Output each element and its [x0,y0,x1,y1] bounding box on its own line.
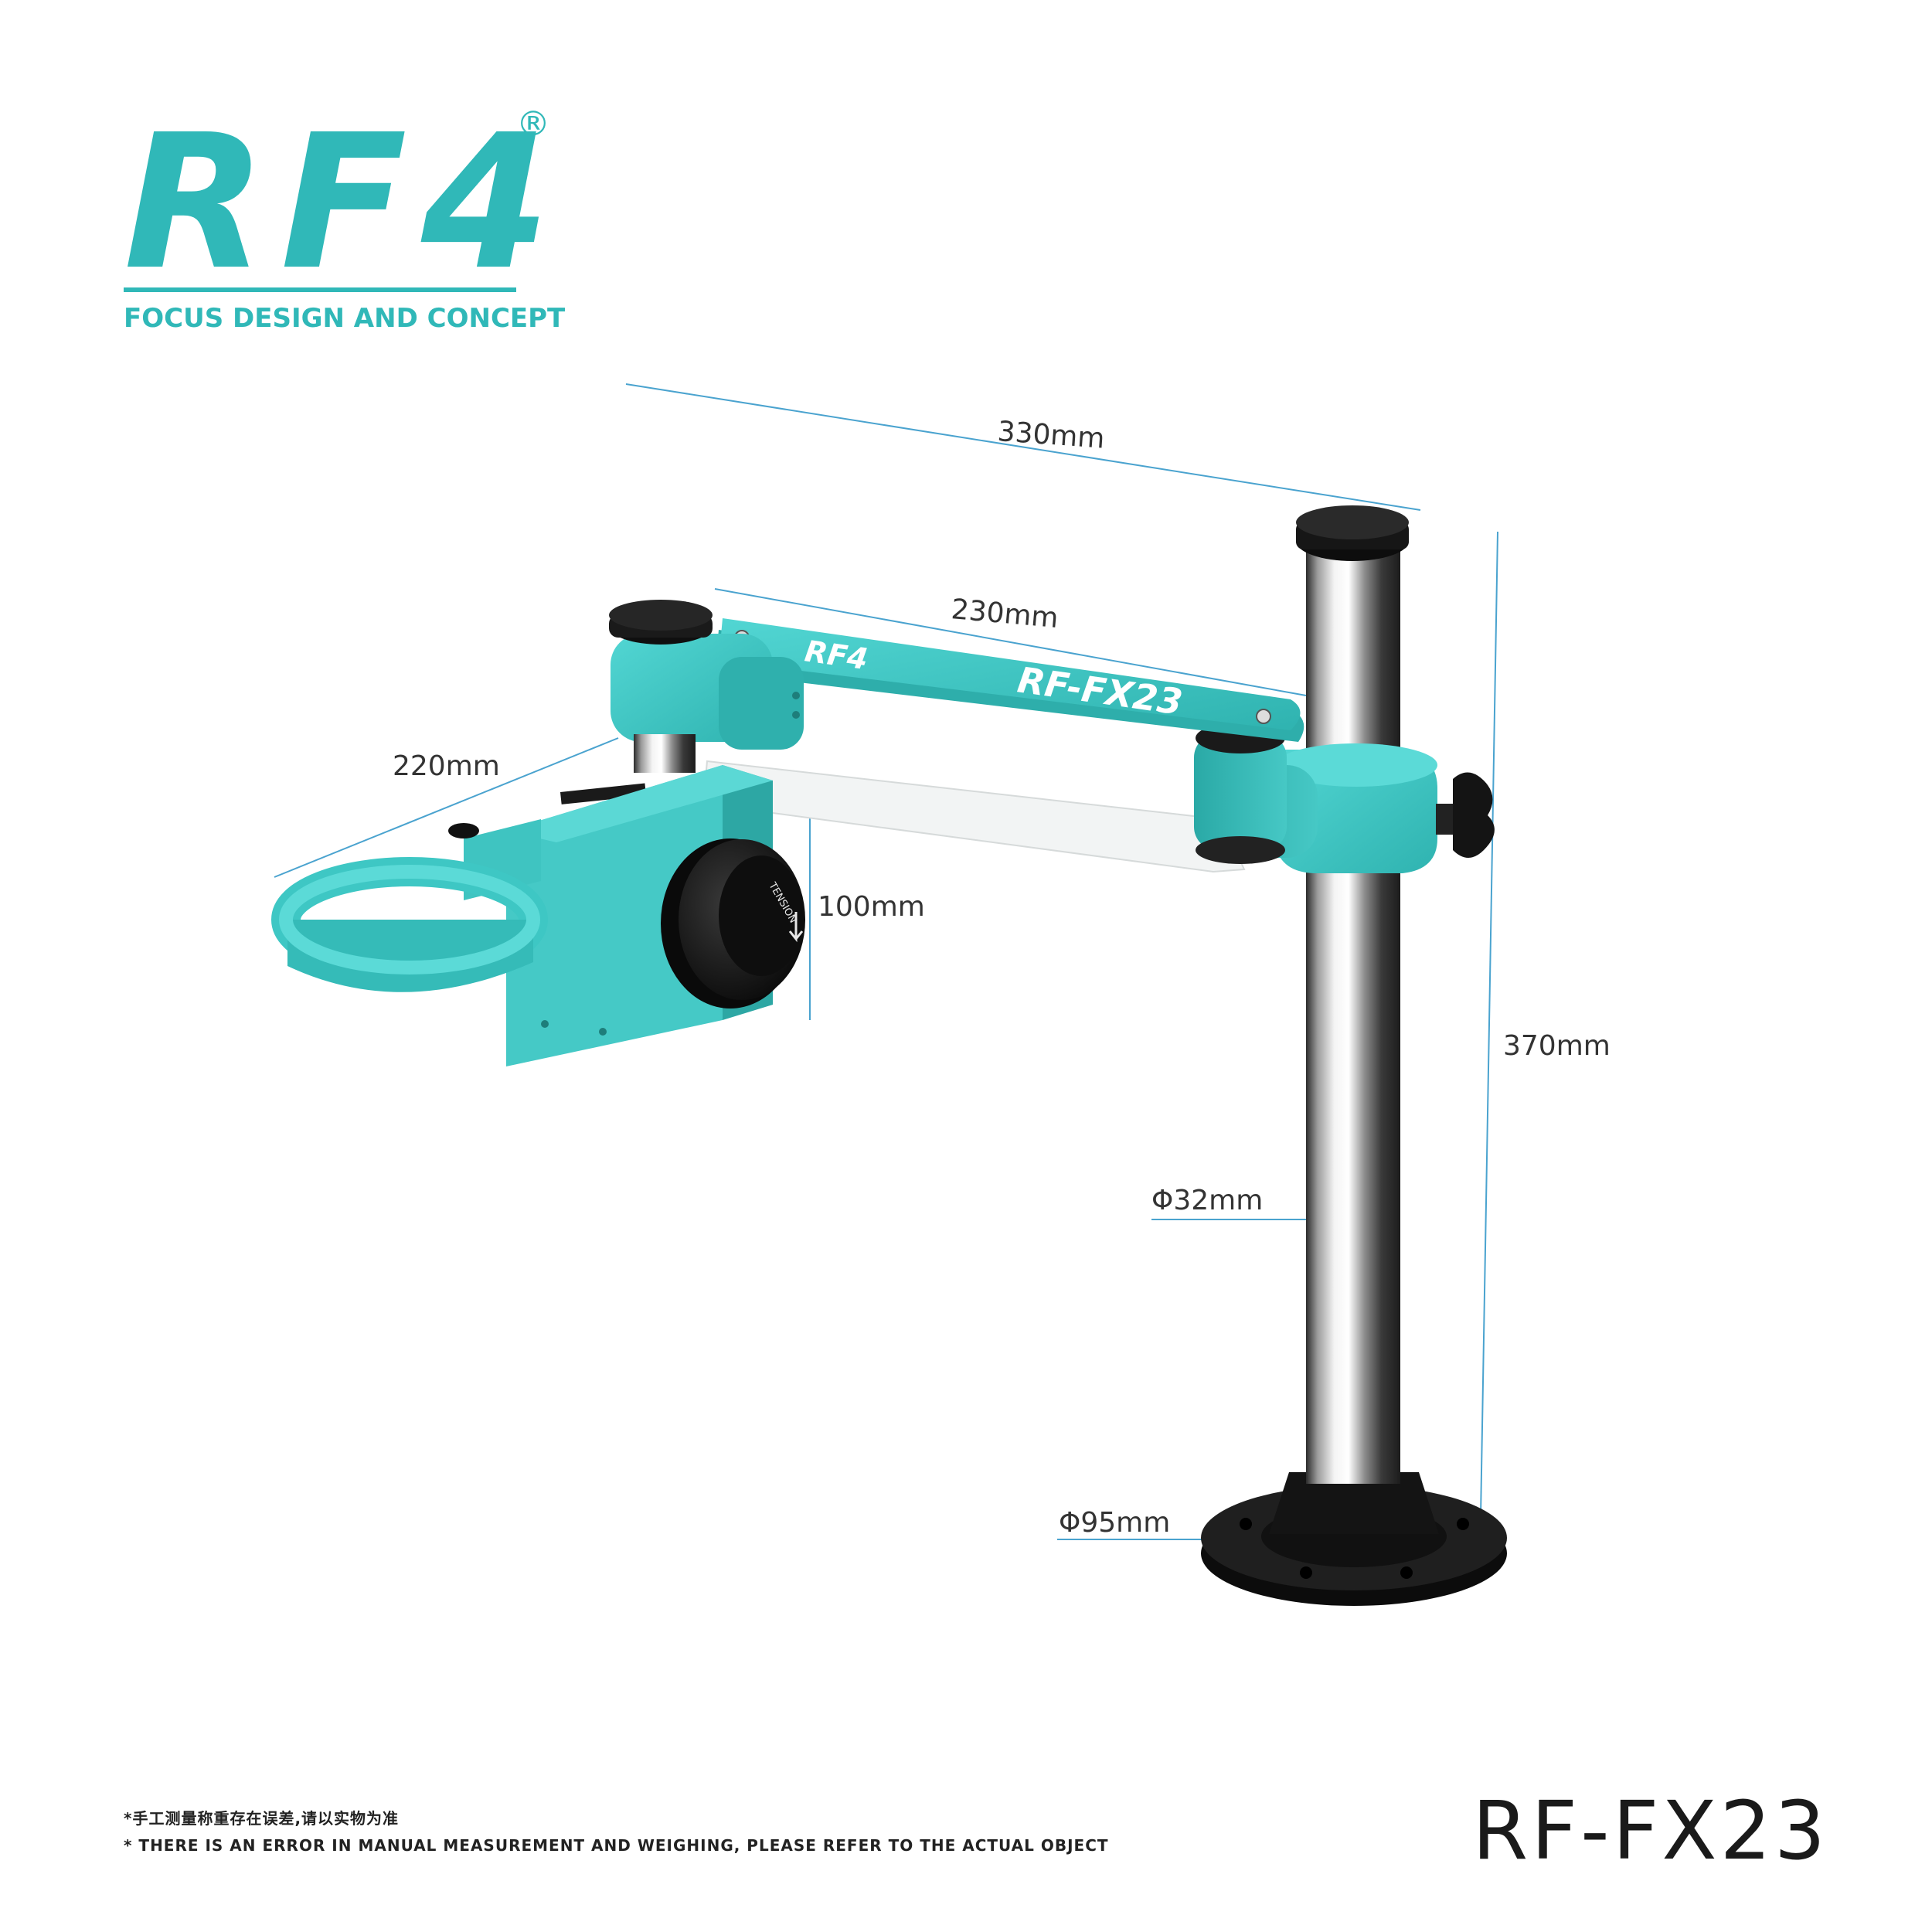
dim-line-370 [1479,531,1498,1562]
brand-logo: RF4 ® FOCUS DESIGN AND CONCEPT [124,94,566,334]
dim-holder-height: 100mm [818,891,925,923]
dim-column-height: 370mm [1503,1030,1611,1062]
logo-wordmark: RF4 [124,94,564,311]
logo-divider [124,287,516,292]
note-english: * THERE IS AN ERROR IN MANUAL MEASUREMEN… [124,1836,1109,1855]
dimension-lines [274,383,1498,1562]
note-chinese: *手工测量称重存在误差,请以实物为准 [124,1809,399,1828]
dim-arm-length: 230mm [950,594,1060,634]
lower-white-arm [702,760,1246,873]
right-arm-pivot [1194,723,1287,864]
round-base [1201,1472,1507,1606]
dim-base-diameter: Φ95mm [1059,1507,1170,1539]
left-arm-pivot [609,600,804,773]
tension-knob: TENSION [661,838,805,1009]
brand-tagline: FOCUS DESIGN AND CONCEPT [124,303,566,334]
chrome-column [1306,541,1400,1484]
stand-illustration: RF4 RF-FX23 [271,505,1507,1606]
lens-ring-holder [271,819,548,992]
dim-overall-reach: 330mm [996,416,1105,455]
clamp-lock-knob [1436,772,1495,858]
model-number: RF-FX23 [1472,1784,1828,1878]
dim-line-220 [274,737,619,878]
dim-line-230 [714,588,1307,696]
dim-column-diameter: Φ32mm [1151,1185,1263,1216]
registered-mark: ® [516,104,550,144]
dim-line-330 [625,383,1421,511]
dim-holder-width: 220mm [393,750,500,782]
upper-teal-arm: RF4 RF-FX23 [715,618,1304,742]
